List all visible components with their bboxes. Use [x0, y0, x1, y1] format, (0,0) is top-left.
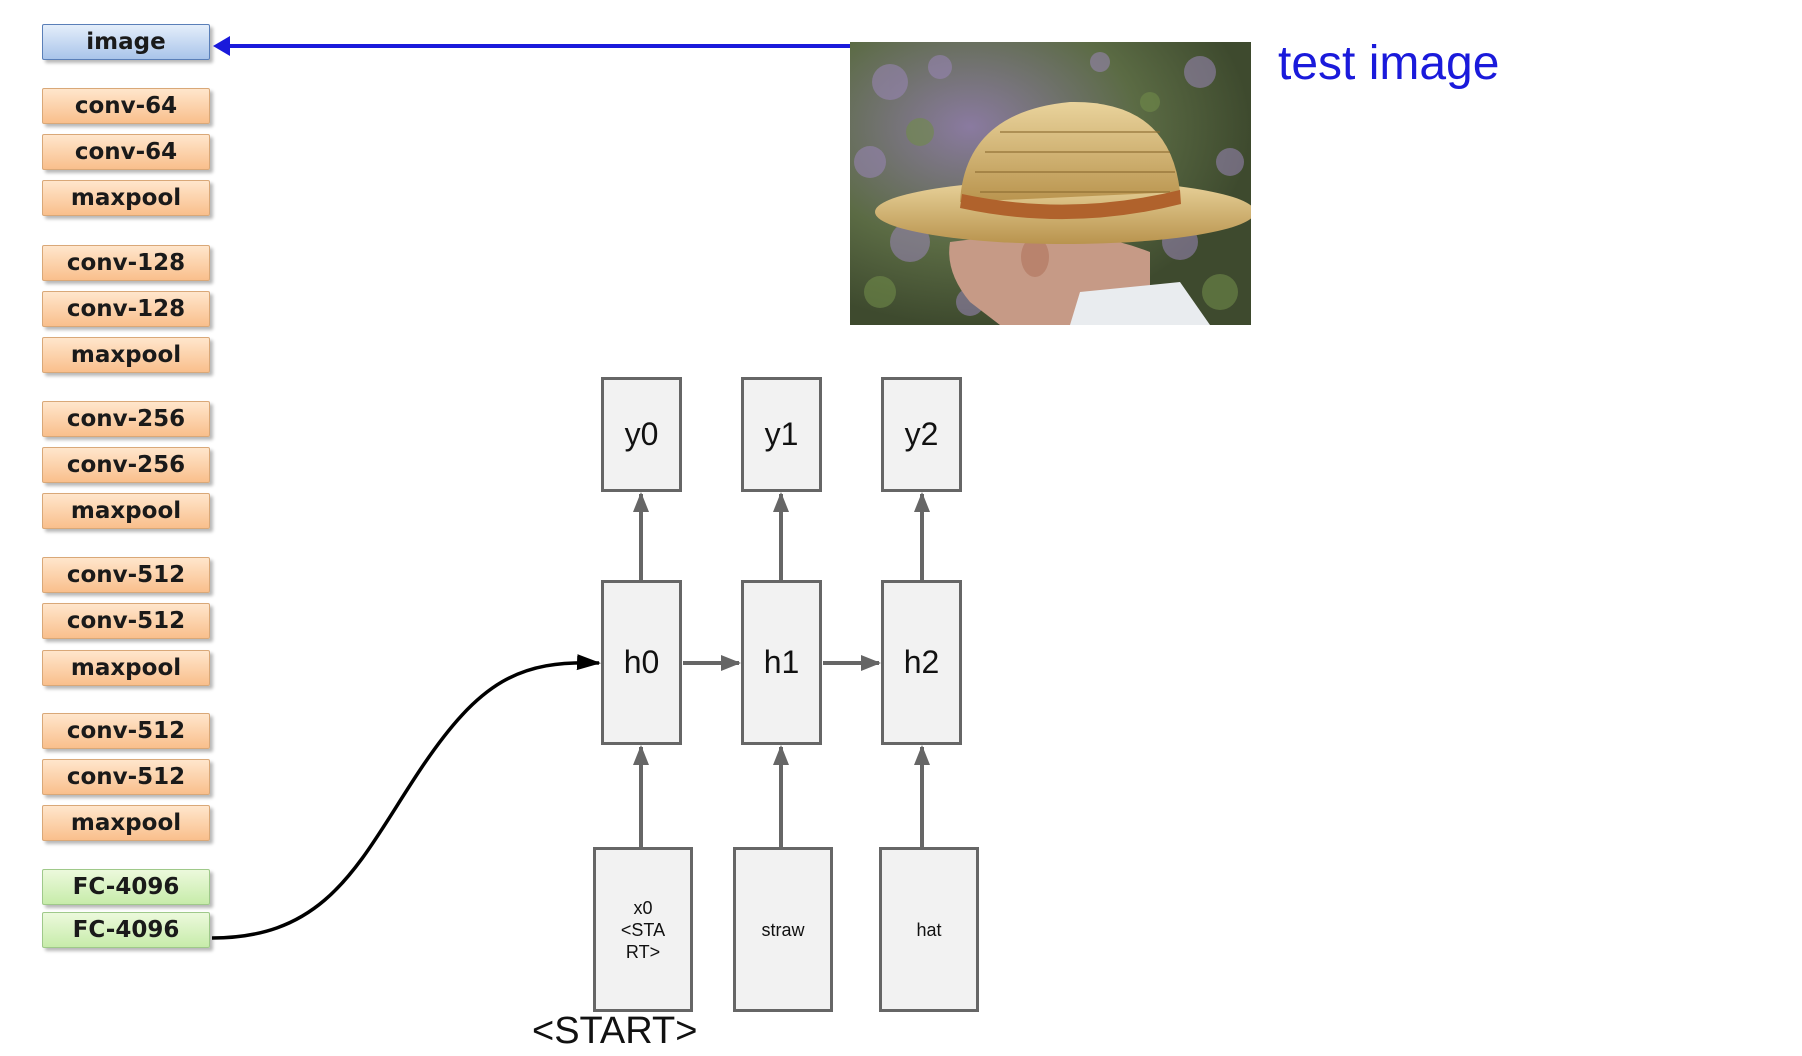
- input-label-straw: straw: [761, 919, 805, 940]
- layer-maxpool: maxpool: [42, 337, 210, 373]
- layer-conv: conv-64: [42, 88, 210, 124]
- test-image-label: test image: [1278, 37, 1500, 90]
- input-cell-x0: x0 <STA RT>: [593, 847, 693, 1012]
- layer-conv: conv-256: [42, 401, 210, 437]
- blue-arrowhead: [213, 36, 230, 56]
- input-label-hat: hat: [916, 919, 942, 940]
- output-cell-y1: y1: [741, 377, 822, 492]
- input-cell-hat: hat: [879, 847, 979, 1012]
- output-cell-y0: y0: [601, 377, 682, 492]
- layer-conv: conv-256: [42, 447, 210, 483]
- hidden-cell-h2: h2: [881, 580, 962, 745]
- layer-maxpool: maxpool: [42, 493, 210, 529]
- layer-conv: conv-512: [42, 557, 210, 593]
- fc-to-h0-curve: [211, 654, 601, 940]
- hidden-cell-h1: h1: [741, 580, 822, 745]
- hidden-cell-h0: h0: [601, 580, 682, 745]
- layer-conv: conv-64: [42, 134, 210, 170]
- output-cell-y2: y2: [881, 377, 962, 492]
- test-photo: [850, 42, 1251, 325]
- layer-fc: FC-4096: [42, 869, 210, 905]
- layer-maxpool: maxpool: [42, 650, 210, 686]
- start-label: <START>: [532, 1010, 698, 1052]
- layer-fc: FC-4096: [42, 912, 210, 948]
- layer-conv: conv-128: [42, 245, 210, 281]
- layer-maxpool: maxpool: [42, 180, 210, 216]
- layer-conv: conv-512: [42, 713, 210, 749]
- layer-conv: conv-128: [42, 291, 210, 327]
- layer-image: image: [42, 24, 210, 60]
- layer-conv: conv-512: [42, 759, 210, 795]
- layer-conv: conv-512: [42, 603, 210, 639]
- input-label-x0: x0 <STA RT>: [620, 897, 666, 962]
- input-cell-straw: straw: [733, 847, 833, 1012]
- layer-maxpool: maxpool: [42, 805, 210, 841]
